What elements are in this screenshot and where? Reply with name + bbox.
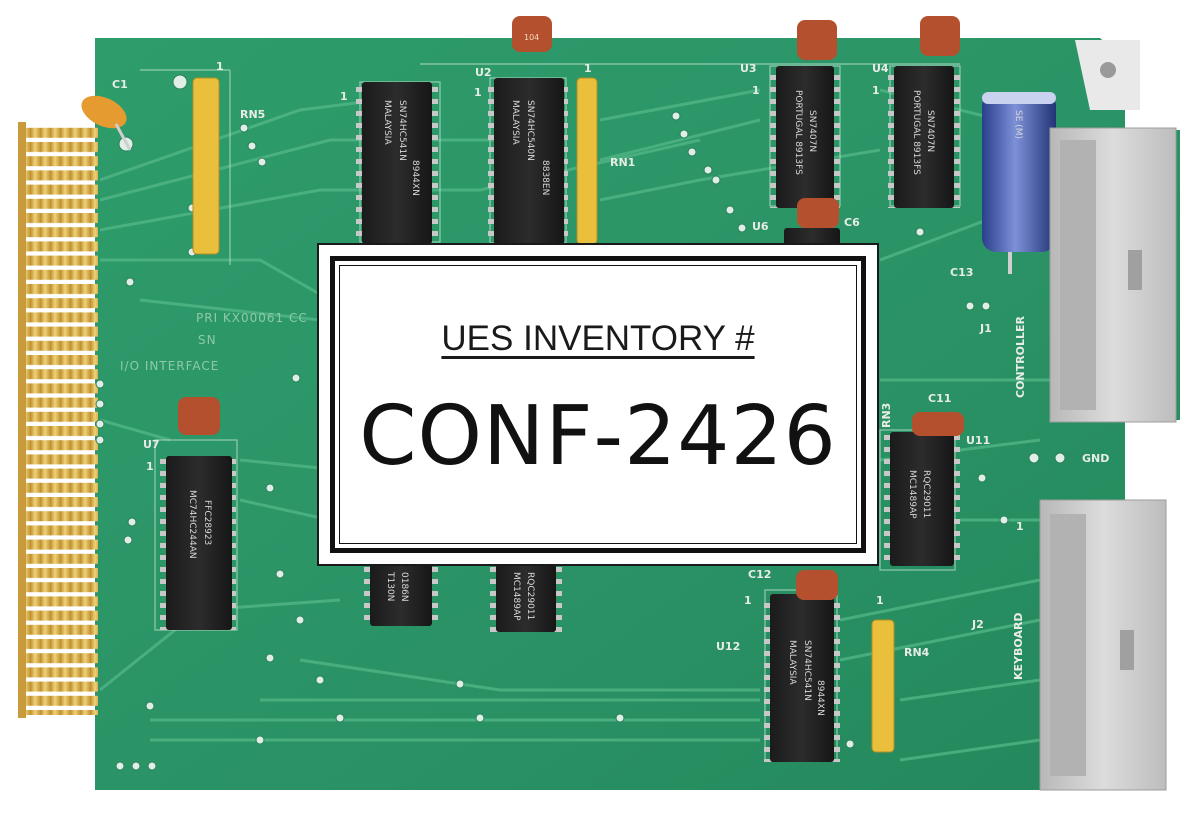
u12-marking-2: SN74HC541N	[802, 640, 812, 701]
capacitor-c1-leg	[114, 123, 132, 151]
label-c6: C6	[844, 216, 860, 229]
label-part-number: PRI KX00061 CC	[196, 311, 308, 325]
capacitor-u1	[512, 16, 552, 52]
u1-marking-2: SN74HC541N	[397, 100, 407, 161]
inventory-label-frame: UES INVENTORY # CONF-2426	[330, 256, 866, 553]
pin1-u3: 1	[752, 84, 760, 97]
u7-marking-1: MC74HC244AN	[187, 490, 197, 559]
pin1-rn5: 1	[216, 60, 224, 73]
resistor-network-rn4	[871, 619, 895, 753]
u4-marking-1: PORTUGAL 8913FS	[911, 90, 921, 175]
pin1-j2: 1	[1016, 520, 1024, 533]
pin1-u1: 1	[340, 90, 348, 103]
inventory-number: CONF-2426	[359, 389, 837, 484]
u3-marking-2: SN7407N	[807, 110, 817, 152]
chip-u7	[160, 456, 236, 630]
chip-u2	[488, 78, 568, 245]
silkscreen-labels: C1 RN5 U2 RN1 U3 U4 U6 C6 C13 J1 CONTROL…	[112, 60, 1109, 680]
label-serial: SN	[198, 333, 217, 347]
chip-markings: MALAYSIA SN74HC541N 8944XN MALAYSIA SN74…	[187, 90, 935, 716]
label-controller: CONTROLLER	[1014, 316, 1027, 398]
connector-j2	[1039, 499, 1167, 791]
pin1-u12: 1	[744, 594, 752, 607]
chip-u1	[356, 82, 438, 244]
connector-j1	[1049, 127, 1177, 423]
label-c13: C13	[950, 266, 973, 279]
label-c1: C1	[112, 78, 128, 91]
label-j1: J1	[979, 322, 992, 335]
label-u12: U12	[716, 640, 740, 653]
u2-marking-1: MALAYSIA	[510, 100, 520, 145]
u11-marking-1: MC1489AP	[907, 470, 917, 519]
capacitor-u7	[178, 397, 220, 435]
label-rn1: RN1	[610, 156, 635, 169]
u2-marking-3: 8838EN	[540, 160, 550, 195]
edge-connector-base	[18, 122, 26, 718]
label-u6: U6	[752, 220, 769, 233]
chip-u4	[888, 66, 960, 208]
capacitor-c11	[912, 412, 964, 436]
label-io-interface: I/O INTERFACE	[120, 359, 219, 373]
chip-u11	[884, 432, 960, 566]
u11-marking-2: RQC29011	[921, 470, 931, 518]
chip-u8	[364, 564, 438, 626]
edge-connector-fingers	[18, 125, 98, 715]
resistor-network-rn5	[192, 77, 220, 255]
chip-u12	[764, 594, 840, 762]
ceramic-capacitors: 104	[178, 16, 964, 600]
u12-marking-1: MALAYSIA	[787, 640, 797, 685]
pin1-u2: 1	[474, 86, 482, 99]
label-c12: C12	[748, 568, 771, 581]
inventory-heading: UES INVENTORY #	[441, 319, 755, 358]
pin1-rn1: 1	[584, 62, 592, 75]
u7-marking-2: FFC28923	[202, 500, 212, 545]
u4-marking-2: SN7407N	[925, 110, 935, 152]
pin1-u7: 1	[146, 460, 154, 473]
u8-marking-1: T130N	[385, 571, 395, 601]
capacitor-c6	[797, 198, 839, 228]
label-u2: U2	[475, 66, 492, 79]
pin1-u4: 1	[872, 84, 880, 97]
u2-marking-2: SN74HC540N	[525, 100, 535, 161]
u8-marking-2: 0186N	[399, 572, 409, 602]
label-u11: U11	[966, 434, 990, 447]
capacitor-c12	[796, 570, 838, 600]
label-gnd: GND	[1082, 452, 1109, 465]
inventory-label: UES INVENTORY # CONF-2426	[317, 243, 879, 566]
capacitor-code: 104	[524, 33, 539, 42]
label-rn3: RN3	[880, 403, 893, 428]
u3-marking-1: PORTUGAL 8913FS	[793, 90, 803, 175]
u9-marking-2: RQC29011	[525, 572, 535, 620]
label-rn4: RN4	[904, 646, 930, 659]
mounting-hole	[1100, 62, 1116, 78]
pin1-rn4: 1	[876, 594, 884, 607]
capacitor-u4	[920, 16, 960, 56]
chip-u3	[770, 66, 840, 208]
u9-marking-1: MC1489AP	[511, 572, 521, 621]
electrolytic-marking: SE (M)	[1013, 110, 1023, 139]
label-u3: U3	[740, 62, 757, 75]
label-c11: C11	[928, 392, 951, 405]
u12-marking-3: 8944XN	[815, 680, 825, 716]
chip-u9	[490, 564, 562, 632]
u1-marking-3: 8944XN	[410, 160, 420, 196]
u1-marking-1: MALAYSIA	[382, 100, 392, 145]
label-rn5: RN5	[240, 108, 265, 121]
label-u7: U7	[143, 438, 160, 451]
label-keyboard: KEYBOARD	[1012, 612, 1025, 680]
capacitor-u3	[797, 20, 837, 60]
label-j2: J2	[971, 618, 984, 631]
capacitor-c1	[81, 95, 127, 129]
label-u4: U4	[872, 62, 889, 75]
resistor-network-rn1	[576, 77, 598, 245]
electrolytic-capacitor-c13: SE (M)	[982, 92, 1056, 274]
